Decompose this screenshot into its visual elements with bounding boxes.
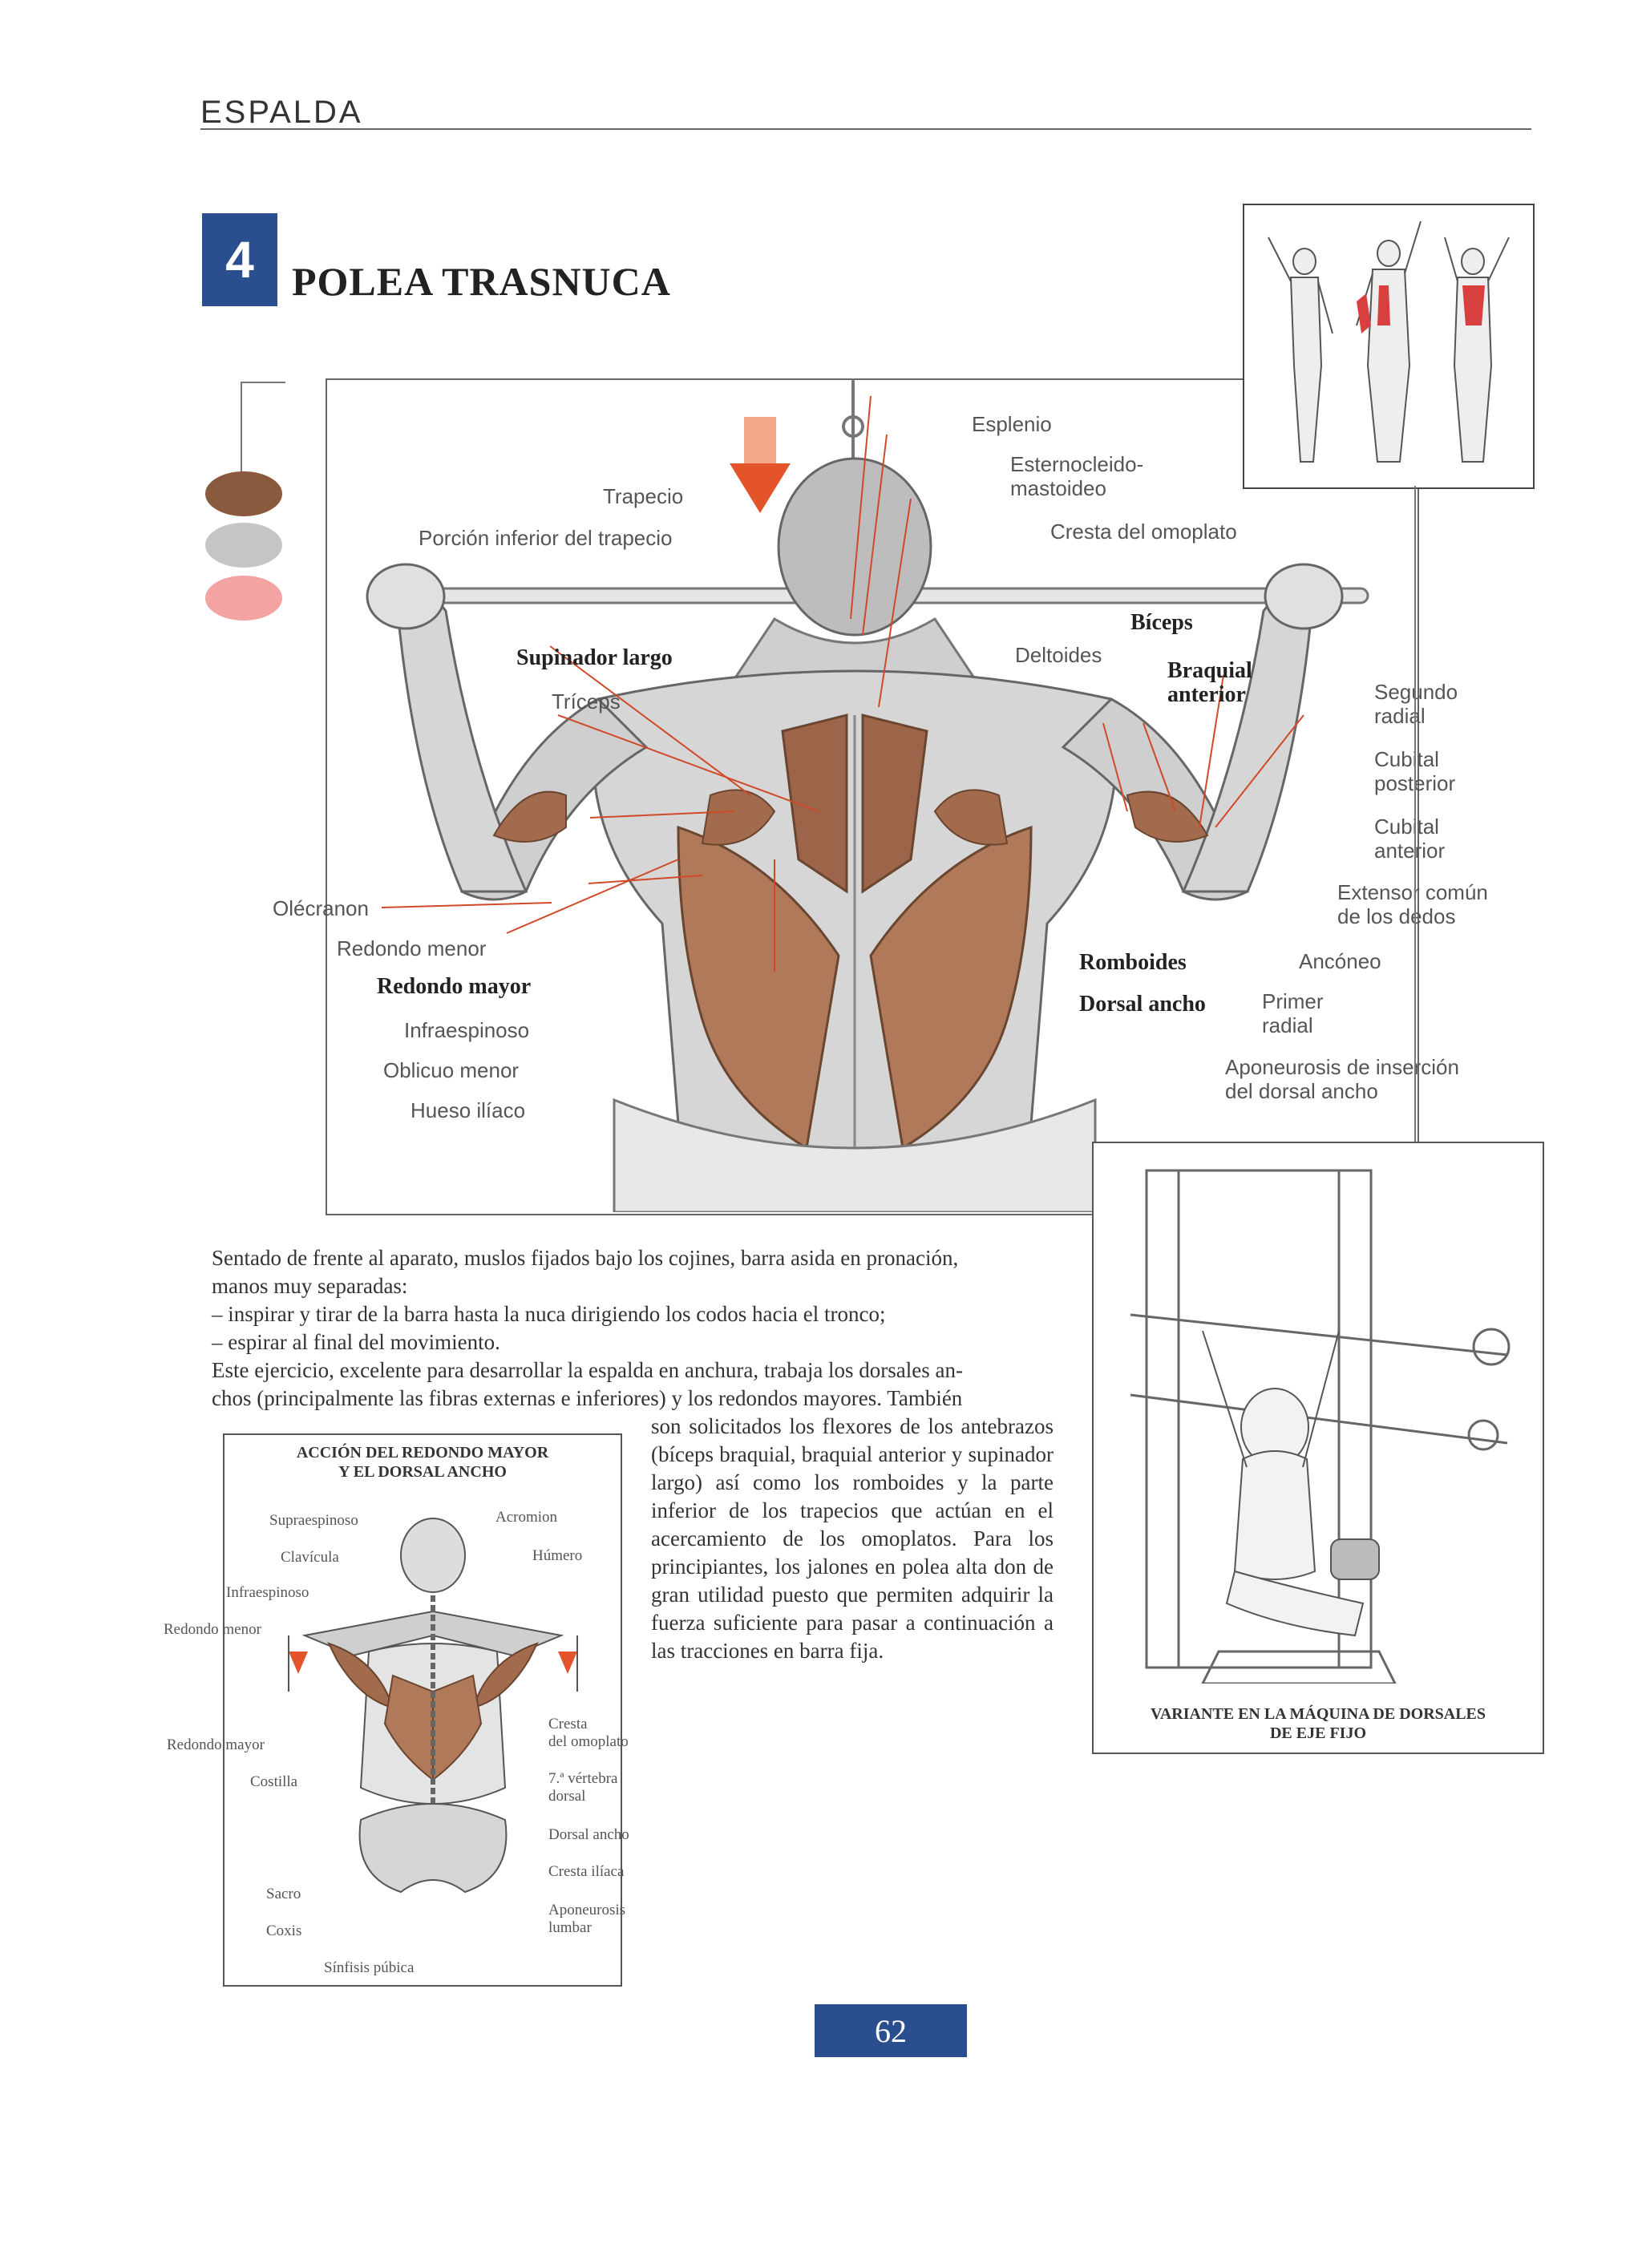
- label-oblicuo: Oblicuo menor: [383, 1058, 520, 1082]
- legend-bracket-top: [241, 382, 285, 383]
- header-rule: [200, 128, 1531, 130]
- body-paragraph-side: son solicitados los flexores de los ante…: [651, 1414, 1054, 1663]
- exercise-title: POLEA TRASNUCA: [292, 259, 671, 304]
- page-number: 62: [815, 2004, 967, 2057]
- label-primer: Primer: [1262, 989, 1324, 1013]
- label-aponeurosis: Aponeurosis de inserción: [1225, 1055, 1459, 1079]
- label-anconeo: Ancóneo: [1299, 949, 1381, 973]
- inset-label-supraespinoso: Supraespinoso: [269, 1512, 358, 1529]
- label-hueso: Hueso ilíaco: [410, 1098, 526, 1122]
- variant-machine-illustration: [1130, 1169, 1511, 1684]
- label-romboides: Romboides: [1079, 950, 1187, 975]
- inset-label-aponeurosis: Aponeurosis: [548, 1902, 626, 1918]
- inset-title-line-1: ACCIÓN DEL REDONDO MAYOR: [296, 1444, 549, 1461]
- label-braquial-2: anterior: [1167, 682, 1246, 707]
- inset-label-infraespinoso: Infraespinoso: [226, 1584, 309, 1601]
- label-porcion-inferior: Porción inferior del trapecio: [419, 526, 673, 550]
- body-line-5: Este ejercicio, excelente para desarroll…: [212, 1358, 964, 1382]
- label-cubital-posterior: Cubital: [1374, 747, 1439, 771]
- label-segundo-2: radial: [1374, 704, 1426, 728]
- label-redondo-menor: Redondo menor: [337, 936, 487, 960]
- label-braquial: Braquial: [1167, 658, 1252, 683]
- body-line-4: – espirar al final del movimiento.: [212, 1330, 500, 1354]
- label-cubital-anterior-2: anterior: [1374, 839, 1446, 863]
- label-deltoides: Deltoides: [1015, 643, 1102, 667]
- legend-dot-secondary: [205, 523, 282, 568]
- label-extensor: Extensor común: [1337, 880, 1488, 904]
- label-olecranon: Olécranon: [273, 896, 369, 920]
- label-cubital-anterior: Cubital: [1374, 815, 1439, 839]
- label-triceps: Tríceps: [552, 689, 621, 714]
- back-muscles-illustration: [366, 378, 1369, 1212]
- body-line-2: manos muy separadas:: [212, 1274, 408, 1298]
- inset-label-clavicula: Clavícula: [281, 1549, 339, 1566]
- inset-label-redondo-mayor: Redondo mayor: [167, 1736, 265, 1753]
- legend-bracket-side: [241, 382, 242, 478]
- inset-label-cresta-2: del omoplato: [548, 1733, 629, 1750]
- label-extensor-2: de los dedos: [1337, 904, 1456, 928]
- body-line-6: chos (principalmente las fibras externas…: [212, 1386, 963, 1410]
- variant-caption: VARIANTE EN LA MÁQUINA DE DORSALES DE EJ…: [1094, 1704, 1543, 1743]
- exercise-number-badge: 4: [202, 213, 277, 306]
- label-esternocleido-2: mastoideo: [1010, 476, 1106, 500]
- inset-label-dorsal: Dorsal ancho: [548, 1826, 629, 1843]
- inset-label-vertebra: 7.ª vértebra: [548, 1770, 618, 1787]
- inset-title-line-2: Y EL DORSAL ANCHO: [338, 1463, 507, 1481]
- inset-label-acromion: Acromion: [495, 1509, 558, 1526]
- muscle-figures-illustration: [1268, 220, 1510, 463]
- label-segundo: Segundo: [1374, 680, 1458, 704]
- label-cresta-omoplato: Cresta del omoplato: [1050, 519, 1237, 544]
- label-trapecio: Trapecio: [603, 484, 684, 508]
- inset-label-cresta: Cresta: [548, 1716, 588, 1732]
- legend-dot-tertiary: [205, 576, 282, 621]
- label-aponeurosis-2: del dorsal ancho: [1225, 1079, 1378, 1103]
- inset-label-vertebra-2: dorsal: [548, 1788, 586, 1805]
- label-dorsal-ancho: Dorsal ancho: [1079, 992, 1206, 1017]
- inset-label-aponeurosis-2: lumbar: [548, 1919, 592, 1936]
- body-line-3: – inspirar y tirar de la barra hasta la …: [212, 1302, 886, 1326]
- inset-title: ACCIÓN DEL REDONDO MAYOR Y EL DORSAL ANC…: [224, 1443, 621, 1482]
- inset-label-cresta-iliaca: Cresta ilíaca: [548, 1863, 625, 1880]
- label-esternocleido: Esternocleido-: [1010, 452, 1144, 476]
- label-supinador: Supinador largo: [516, 645, 673, 670]
- connector-line: [1414, 486, 1416, 1143]
- inset-label-humero: Húmero: [532, 1547, 583, 1564]
- label-esplenio: Esplenio: [972, 412, 1052, 436]
- label-infraespinoso: Infraespinoso: [404, 1018, 530, 1042]
- inset-label-costilla: Costilla: [250, 1773, 298, 1790]
- body-paragraph-intro: Sentado de frente al aparato, muslos fij…: [212, 1244, 1062, 1413]
- legend-dot-primary: [205, 471, 282, 516]
- variant-caption-line-2: DE EJE FIJO: [1269, 1724, 1367, 1742]
- label-primer-2: radial: [1262, 1013, 1313, 1037]
- inset-label-sacro: Sacro: [266, 1886, 301, 1902]
- skeleton-illustration: [288, 1518, 578, 1894]
- inset-label-coxis: Coxis: [266, 1922, 302, 1939]
- variant-caption-line-1: VARIANTE EN LA MÁQUINA DE DORSALES: [1150, 1705, 1486, 1723]
- inset-label-redondo-menor: Redondo menor: [164, 1621, 261, 1638]
- section-header: ESPALDA: [200, 95, 363, 130]
- inset-label-sinfisis: Sínfisis púbica: [324, 1959, 415, 1976]
- label-biceps: Bíceps: [1130, 610, 1193, 635]
- label-redondo-mayor: Redondo mayor: [377, 974, 532, 999]
- body-line-1: Sentado de frente al aparato, muslos fij…: [212, 1246, 959, 1270]
